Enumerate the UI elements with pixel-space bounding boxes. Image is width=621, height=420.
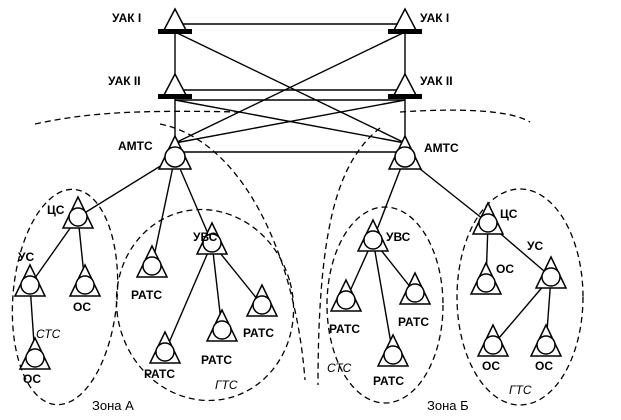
rats-node-zone-a-3 — [205, 308, 239, 342]
upper-level-boundary-right — [399, 109, 531, 123]
os-label-zone-b-upper: ОС — [496, 262, 514, 276]
rats-label-zone-a-1: РАТС — [131, 288, 162, 302]
gts-label-zone-a: ГТС — [215, 378, 238, 392]
uak2-node-right — [388, 72, 422, 99]
os-label-zone-a-lower: ОС — [23, 372, 41, 386]
gts-label-zone-b: ГТС — [509, 383, 532, 397]
os-node-zone-b-lower-right — [529, 323, 563, 357]
uak2-label-left: УАК II — [108, 74, 141, 88]
sts-label-zone-a: СТС — [36, 327, 61, 341]
rats-label-zone-a-4: РАТС — [144, 367, 175, 381]
rats-label-zone-a-2: РАТС — [243, 326, 274, 340]
rats-label-zone-b-3: РАТС — [373, 374, 404, 388]
rats-node-zone-a-1 — [135, 244, 169, 278]
cs-label-zone-b: ЦС — [500, 207, 518, 221]
uvs-node-zone-a — [195, 221, 229, 255]
amts-label-right: АМТС — [424, 141, 459, 155]
amts-node-right — [387, 134, 423, 170]
uak2-node-left — [158, 72, 192, 99]
uvs-label-zone-b: УВС — [386, 230, 411, 244]
gts-cluster-zone-a — [115, 208, 295, 402]
cs-node-zone-a — [61, 195, 95, 229]
upper-level-boundary-left — [34, 110, 241, 125]
uvs-node-zone-b — [356, 218, 390, 252]
amts-node-left — [157, 134, 193, 170]
os-node-zone-b-upper — [469, 261, 503, 295]
us-node-zone-b — [534, 255, 568, 289]
rats-node-zone-b-1 — [329, 278, 363, 312]
uak1-node-left — [158, 7, 192, 34]
os-node-zone-a-upper — [68, 263, 102, 297]
rats-node-zone-b-3 — [376, 333, 410, 367]
rats-node-zone-a-2 — [245, 283, 279, 317]
uak1-label-left: УАК I — [112, 11, 141, 25]
uak1-node-right — [388, 7, 422, 34]
us-node-zone-a — [13, 263, 47, 297]
labels: УАК I УАК I УАК II УАК II АМТС АМТС ЦС У… — [18, 11, 553, 413]
uvs-label-zone-a: УВС — [193, 230, 218, 244]
os-node-zone-b-lower-left — [476, 323, 510, 357]
amts-label-left: АМТС — [118, 139, 153, 153]
rats-label-zone-b-2: РАТС — [398, 315, 429, 329]
cs-label-zone-a: ЦС — [47, 203, 65, 217]
os-label-zone-b-lower-right: ОС — [535, 359, 553, 373]
gts-cluster-zone-b-right — [456, 188, 584, 406]
os-label-zone-a-upper: ОС — [73, 300, 91, 314]
cs-node-zone-b — [471, 201, 505, 235]
boundaries — [11, 109, 584, 406]
rats-node-zone-b-2 — [398, 271, 432, 305]
os-node-zone-a-lower — [18, 336, 52, 370]
rats-node-zone-a-4 — [148, 330, 182, 364]
zone-a-label: Зона А — [92, 398, 134, 413]
links — [29, 23, 552, 359]
zone-b-boundary — [317, 127, 381, 386]
os-label-zone-b-lower-left: ОС — [482, 359, 500, 373]
zone-b-label: Зона Б — [427, 398, 469, 413]
uak1-label-right: УАК I — [420, 11, 449, 25]
rats-label-zone-a-3: РАТС — [201, 353, 232, 367]
uak2-label-right: УАК II — [420, 74, 453, 88]
us-label-zone-a: УС — [18, 250, 34, 264]
us-label-zone-b: УС — [527, 239, 543, 253]
sts-label-zone-b: СТС — [327, 361, 352, 375]
rats-label-zone-b-1: РАТС — [329, 322, 360, 336]
